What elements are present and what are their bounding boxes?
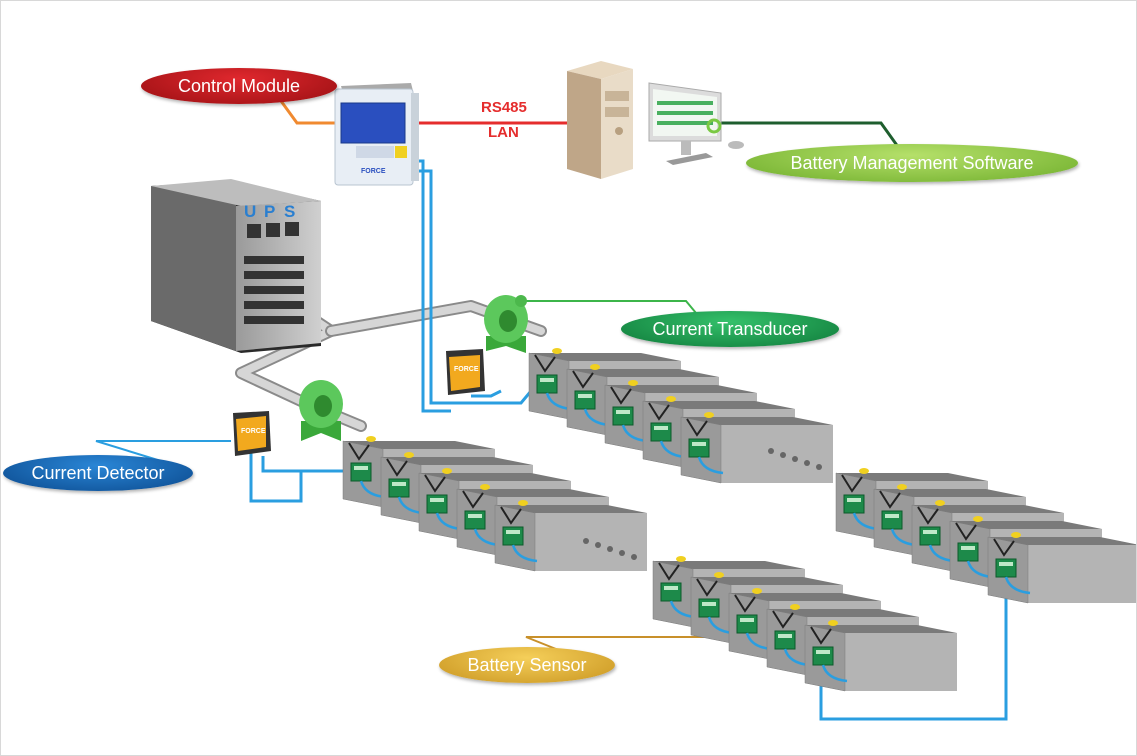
svg-text:FORCE: FORCE [454, 366, 479, 373]
battery-sensor [957, 542, 979, 562]
rs485-label: RS485 [481, 99, 527, 116]
battery-sensor [612, 406, 634, 426]
ups-letter: S [284, 202, 295, 221]
battery-sensor [660, 582, 682, 602]
software-leader [721, 121, 903, 152]
control-module-label: Control Module [141, 68, 337, 104]
terminal-icon [480, 484, 490, 490]
battery-sensor [919, 526, 941, 546]
terminal-icon [714, 572, 724, 578]
battery-sensor [464, 510, 486, 530]
battery-sensor [502, 526, 524, 546]
battery-bank-2 [528, 348, 833, 484]
detector-leader [95, 440, 231, 462]
battery-bank-1 [342, 436, 647, 572]
battery-sensor [688, 438, 710, 458]
battery-sensor [812, 646, 834, 666]
terminal-icon [442, 468, 452, 474]
terminal-icon [935, 500, 945, 506]
control-module-device: FORCE [334, 83, 419, 186]
battery-sensor [736, 614, 758, 634]
continuation-dots [583, 448, 822, 560]
svg-text:FORCE: FORCE [361, 168, 386, 175]
battery-sensor-label: Battery Sensor [439, 647, 615, 683]
battery-sensor [995, 558, 1017, 578]
current-transducer-label: Current Transducer [621, 311, 839, 347]
terminal-icon [790, 604, 800, 610]
leader-lines [95, 100, 903, 652]
terminal-icon [552, 348, 562, 354]
terminal-icon [973, 516, 983, 522]
terminal-icon [590, 364, 600, 370]
battery-banks [342, 348, 1136, 692]
ups-letter: U [244, 202, 256, 221]
current-detector-2: FORCE [446, 349, 485, 395]
battery-bank-4 [652, 556, 957, 692]
battery-sensor [574, 390, 596, 410]
terminal-icon [518, 500, 528, 506]
battery-sensor [350, 462, 372, 482]
terminal-icon [1011, 532, 1021, 538]
battery-sensor [774, 630, 796, 650]
battery-management-software-label: Battery Management Software [746, 144, 1078, 182]
terminal-icon [676, 556, 686, 562]
current-transducer-1 [299, 380, 343, 441]
terminal-icon [628, 380, 638, 386]
current-detector-label: Current Detector [3, 455, 193, 491]
battery-sensor [881, 510, 903, 530]
battery-sensor [388, 478, 410, 498]
terminal-icon [752, 588, 762, 594]
terminal-icon [366, 436, 376, 442]
terminal-icon [897, 484, 907, 490]
current-detector-1: FORCE [233, 411, 271, 456]
monitor [648, 82, 744, 165]
battery-sensor [843, 494, 865, 514]
terminal-icon [859, 468, 869, 474]
battery-sensor [536, 374, 558, 394]
battery-sensor [650, 422, 672, 442]
lan-label: LAN [488, 124, 519, 141]
ups-letter: P [264, 202, 275, 221]
terminal-icon [828, 620, 838, 626]
battery-bank-3 [835, 468, 1136, 604]
terminal-icon [404, 452, 414, 458]
svg-text:FORCE: FORCE [241, 428, 266, 435]
battery [494, 500, 647, 572]
terminal-icon [666, 396, 676, 402]
current-transducer-2 [484, 295, 528, 353]
sensor-leader [525, 636, 781, 652]
terminal-icon [704, 412, 714, 418]
battery [987, 532, 1136, 604]
server-tower [567, 61, 633, 179]
battery [680, 412, 833, 484]
control-module-leader [279, 100, 341, 125]
battery [804, 620, 957, 692]
battery-sensor [426, 494, 448, 514]
battery-sensor [698, 598, 720, 618]
